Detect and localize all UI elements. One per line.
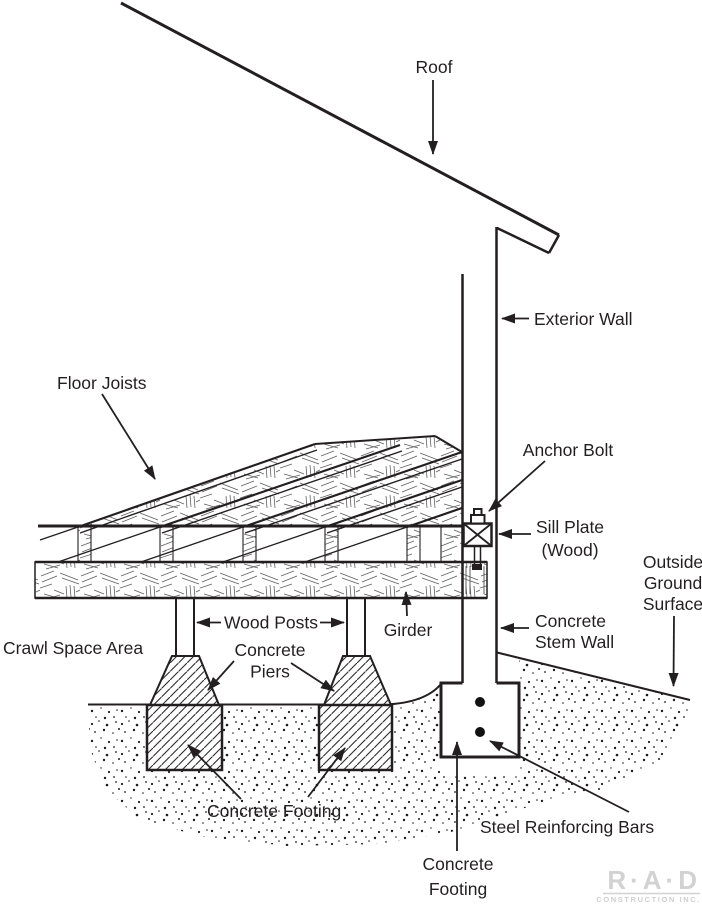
concrete-footing-2 <box>317 703 394 772</box>
wood-post-2 <box>346 597 366 657</box>
footing-left-arrow-1 <box>187 744 242 800</box>
concrete-pier-1 <box>148 655 221 706</box>
label-stem-wall-1: Concrete <box>535 611 606 631</box>
anchor-bolt-arrow <box>488 460 546 512</box>
label-footing-bottom-2: Footing <box>429 879 487 899</box>
label-girder: Girder <box>384 620 433 640</box>
label-stem-wall-2: Stem Wall <box>535 632 614 652</box>
label-outside-3: Surface <box>643 594 702 614</box>
rad-logo-wordmark: R·A·D <box>607 865 701 895</box>
callout-arrows <box>101 80 679 851</box>
girder-beam <box>34 560 488 600</box>
rebar-dot-1 <box>475 697 485 707</box>
piers-arrow-left <box>207 660 235 691</box>
joist-band-strips <box>77 526 463 563</box>
label-sill-plate-1: Sill Plate <box>536 517 604 537</box>
piers-arrow-right <box>290 662 335 692</box>
label-outside-2: Ground <box>644 573 702 593</box>
rebar-dot-2 <box>475 727 485 737</box>
anchor-bolt <box>470 508 486 570</box>
concrete-pier-2 <box>322 655 393 706</box>
steel-bars-arrow <box>489 740 630 813</box>
label-footing-bottom-1: Concrete <box>422 854 493 874</box>
floor-joist-assembly <box>38 435 463 563</box>
roof-panel <box>120 1 561 255</box>
wood-post-1 <box>175 597 195 657</box>
label-crawl-space: Crawl Space Area <box>3 638 143 658</box>
label-anchor-bolt: Anchor Bolt <box>523 440 614 460</box>
outside-grade-line <box>496 651 691 701</box>
label-outside-1: Outside <box>643 552 702 572</box>
floor-joists-arrow <box>101 393 156 480</box>
label-steel-bars: Steel Reinforcing Bars <box>480 817 654 837</box>
footing-left-arrow-2 <box>307 747 346 798</box>
sill-plate <box>462 522 493 548</box>
label-sill-plate-2: (Wood) <box>541 540 598 560</box>
rad-logo-tagline: CONSTRUCTION INC. <box>596 895 701 904</box>
label-floor-joists: Floor Joists <box>57 373 147 393</box>
joist-edges <box>39 435 463 563</box>
label-roof: Roof <box>416 57 453 77</box>
label-exterior-wall: Exterior Wall <box>534 309 633 329</box>
label-piers-2: Piers <box>250 662 290 682</box>
label-footing-left: Concrete Footing <box>207 801 341 821</box>
outside-ground-arrow <box>668 615 679 687</box>
stem-wall-footing <box>439 546 521 759</box>
label-wood-posts: Wood Posts <box>224 613 318 633</box>
rad-logo: R·A·D CONSTRUCTION INC. <box>596 865 701 904</box>
concrete-footing-1 <box>145 703 224 772</box>
label-piers-1: Concrete <box>234 640 305 660</box>
girder-arrow <box>401 591 412 617</box>
